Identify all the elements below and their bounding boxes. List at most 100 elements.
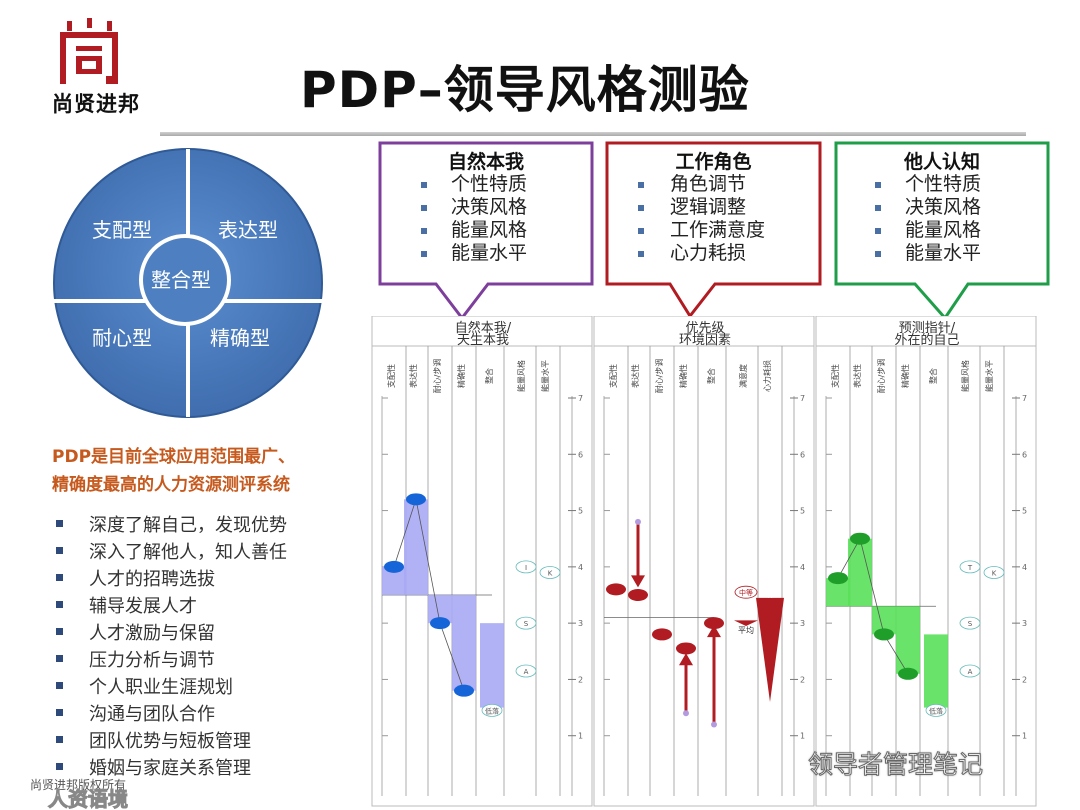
factor-point [850, 532, 870, 545]
column-label: 精确性 [678, 364, 688, 388]
arrow-origin-dot [635, 518, 641, 525]
shift-arrow-head [679, 653, 693, 666]
y-tick-label: 3 [1022, 619, 1027, 628]
marker-oval [925, 703, 947, 717]
callout-title: 他人认知 [903, 151, 980, 173]
factor-point [430, 617, 450, 630]
y-tick-label: 2 [578, 675, 583, 684]
list-item: 辅导发展人才 [52, 591, 372, 618]
y-tick-label: 5 [800, 507, 805, 516]
y-tick-label: 5 [1022, 507, 1027, 516]
y-tick-label: 3 [578, 619, 583, 628]
marker-label: 中等 [739, 588, 753, 597]
bullet-square-icon [56, 682, 63, 689]
bullet-square-icon [56, 574, 63, 581]
marker-oval [959, 560, 981, 574]
column-label: 表达性 [630, 364, 640, 388]
column-label: 整合 [706, 368, 716, 384]
factor-line [837, 537, 909, 675]
marker-label: K [548, 569, 553, 577]
bullet-square-icon [56, 709, 63, 716]
quadrant-dominant: 支配型 [92, 218, 152, 242]
quadrant-patient: 耐心型 [92, 326, 152, 350]
list-item: 深入了解他人，知人善任 [52, 537, 372, 564]
watermark-text: 领导者管理笔记 [807, 750, 984, 780]
column-label: 整合 [928, 368, 938, 384]
list-item: 团队优势与短板管理 [52, 726, 372, 753]
y-tick-label: 4 [800, 563, 805, 572]
bullet-square-icon [56, 520, 63, 527]
intro-line-1: PDP是目前全球应用范围最广、 [52, 447, 296, 467]
marker-oval [983, 566, 1005, 579]
marker-label: S [524, 620, 529, 628]
column-label: 耐心/步调 [432, 359, 442, 394]
column-label: 心力耗损 [762, 360, 772, 392]
pdp-wheel: 支配型 表达型 耐心型 精确型 整合型 [53, 148, 323, 418]
factor-bar [896, 606, 920, 674]
factor-point [406, 493, 426, 506]
y-tick-label: 4 [578, 563, 583, 572]
panel-header-line-1: 预测指针/ [899, 321, 956, 336]
bullet-square-icon [875, 204, 881, 211]
factor-point [628, 589, 648, 601]
y-tick-label: 7 [1022, 394, 1027, 403]
column-label: 耐心/步调 [876, 359, 886, 394]
callout-title: 自然本我 [447, 151, 524, 173]
factor-point [606, 583, 626, 596]
arrow-origin-dot [683, 710, 689, 717]
column-label: 支配性 [608, 364, 618, 388]
y-tick-label: 7 [578, 394, 583, 403]
marker-label: 平均 [738, 625, 754, 635]
y-tick-label: 6 [1022, 450, 1027, 459]
column-label: 耐心/步调 [654, 359, 664, 394]
panel-header-line-2: 环境因素 [679, 333, 731, 348]
marker-oval [959, 616, 981, 630]
bullet-square-icon [638, 204, 644, 211]
logo-mark [60, 18, 118, 84]
marker-oval [515, 664, 537, 678]
y-tick-label: 4 [1022, 563, 1027, 572]
bullet-square-icon [638, 250, 644, 257]
factor-point [384, 560, 404, 573]
panel-header-line-2: 天生本我 [457, 333, 509, 348]
footer-copyright: 尚贤进邦版权所有 [30, 778, 127, 792]
marker-oval [959, 664, 981, 678]
title-divider [160, 132, 1026, 136]
bullet-square-icon [421, 181, 427, 188]
list-item: 压力分析与调节 [52, 645, 372, 672]
pdp-report-chart: 自然本我/天生本我支配性表达性耐心/步调精确性整合能量风格能量水平7654321… [370, 316, 1038, 808]
factor-bar [848, 538, 872, 607]
energy-drain-triangle [756, 597, 784, 702]
marker-label: 低落 [485, 706, 499, 715]
marker-label: I [525, 564, 527, 572]
chart-panel [593, 316, 815, 807]
callout-work-role: 工作角色 角色调节 逻辑调整 工作满意度 心力耗损 [610, 146, 817, 276]
column-label: 能量水平 [984, 360, 994, 392]
bullet-square-icon [638, 181, 644, 188]
y-tick-label: 2 [800, 675, 805, 684]
bullet-square-icon [638, 227, 644, 234]
y-tick-label: 3 [800, 619, 805, 628]
integration-bar [924, 634, 948, 708]
quadrant-expressive: 表达型 [218, 218, 278, 242]
marker-label: K [768, 592, 773, 600]
panel-header-line-1: 优先级 [685, 321, 724, 336]
bullet-square-icon [56, 736, 63, 743]
integration-bar [480, 623, 504, 708]
bullet-square-icon [875, 250, 881, 257]
bullet-square-icon [421, 250, 427, 257]
factor-point [676, 642, 696, 655]
callout-others-perception: 他人认知 个性特质 决策风格 能量风格 能量水平 [839, 146, 1045, 276]
panel-header-line-1: 自然本我/ [455, 320, 512, 336]
marker-oval [481, 703, 503, 717]
column-label: 表达性 [408, 364, 418, 388]
column-label: 表达性 [852, 364, 862, 388]
y-tick-label: 1 [578, 732, 583, 741]
column-label: 支配性 [830, 364, 840, 388]
logo-text: 尚贤进邦 [52, 92, 140, 116]
bullet-square-icon [56, 601, 63, 608]
y-tick-label: 6 [800, 450, 805, 459]
bullet-square-icon [421, 204, 427, 211]
factor-point [898, 667, 918, 680]
y-tick-label: 7 [800, 394, 805, 403]
